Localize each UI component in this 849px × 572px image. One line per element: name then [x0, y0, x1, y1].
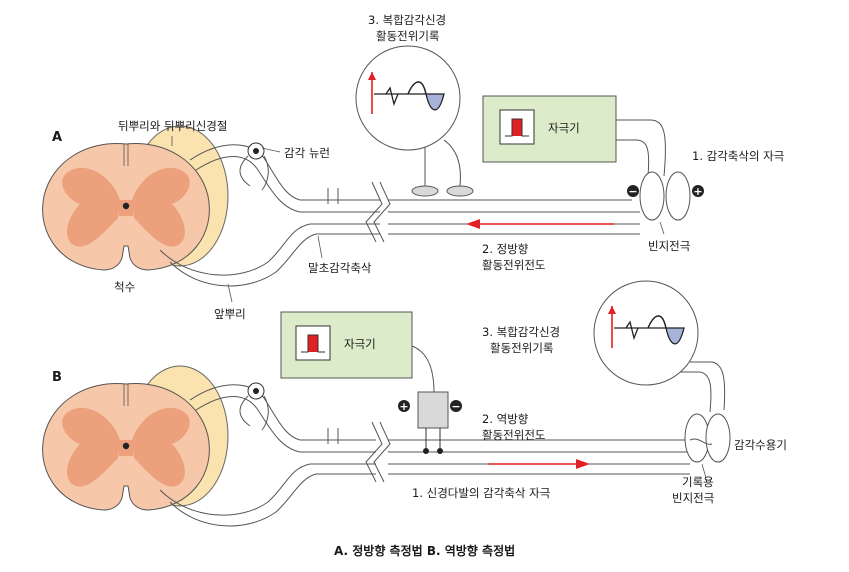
- ring-electrode-2: [705, 413, 731, 463]
- label-ventral-root: 앞뿌리: [214, 307, 246, 321]
- panel-a: − +: [42, 45, 704, 303]
- label-sensory-neuron: 감각 뉴런: [284, 146, 330, 160]
- label-receptor: 감각수용기: [734, 438, 787, 452]
- ventral-root-upper: [159, 223, 380, 276]
- recording-electrode-2: [446, 185, 474, 197]
- stimulator-label-a: 자극기: [548, 121, 580, 135]
- panel-b-letter: B: [52, 370, 62, 385]
- recording-electrode-1: [411, 185, 439, 197]
- red-pulse-icon: [295, 325, 331, 361]
- figure-caption: A. 정방향 측정법 B. 역방향 측정법: [334, 543, 515, 558]
- recording-display-b: [593, 280, 699, 386]
- spinal-cord-b: [42, 383, 210, 511]
- direction-b-1: 2. 역방향: [482, 412, 529, 426]
- direction-a-2: 활동전위전도: [482, 258, 545, 272]
- label-peripheral-axon: 말초감각축삭: [308, 261, 372, 275]
- ring-electrode-1: [684, 413, 710, 463]
- bipolar-electrode-plus: [665, 171, 691, 221]
- stimulator-label-b: 자극기: [344, 337, 376, 351]
- direction-b-2: 활동전위전도: [482, 428, 545, 442]
- minus-sign-b: −: [451, 400, 460, 413]
- label-stimulation-b: 1. 신경다발의 감각축삭 자극: [412, 486, 550, 500]
- recording-title-b-1: 3. 복합감각신경: [482, 325, 560, 339]
- red-pulse-icon: [499, 109, 535, 145]
- minus-terminal-icon: [450, 400, 462, 412]
- dorsal-root-upper: [189, 144, 380, 201]
- label-bipolar-electrode: 빈지전극: [648, 239, 690, 253]
- plus-sign-a: +: [693, 185, 702, 198]
- recording-title-a-2: 활동전위기록: [376, 29, 439, 43]
- label-stimulation-a: 1. 감각축삭의 자극: [692, 149, 784, 163]
- ventral-root-lower: [169, 233, 380, 287]
- direction-a-1: 2. 정방향: [482, 242, 529, 256]
- spinal-cord-a: [42, 143, 210, 271]
- recording-title-b-2: 활동전위기록: [490, 341, 553, 355]
- minus-terminal-icon: [627, 185, 639, 197]
- recording-display-a: [355, 45, 461, 151]
- panel-a-letter: A: [52, 130, 62, 145]
- stimulating-electrode-b: [417, 391, 449, 429]
- plus-sign-b: +: [399, 400, 408, 413]
- recording-title-a-1: 3. 복합감각신경: [368, 13, 446, 27]
- panel-b: + −: [42, 280, 731, 527]
- dorsal-root-lower: [195, 156, 380, 213]
- bipolar-electrode-minus: [639, 171, 665, 221]
- label-dorsal-root: 뒤뿌리와 뒤뿌리신경절: [118, 119, 227, 133]
- label-recording-electrode-2: 빈지전극: [672, 491, 714, 505]
- label-spinal-cord: 척수: [114, 280, 135, 294]
- minus-sign-a: −: [628, 185, 637, 198]
- plus-terminal-icon: [692, 185, 704, 197]
- plus-terminal-icon: [398, 400, 410, 412]
- label-recording-electrode-1: 기록용: [682, 475, 714, 489]
